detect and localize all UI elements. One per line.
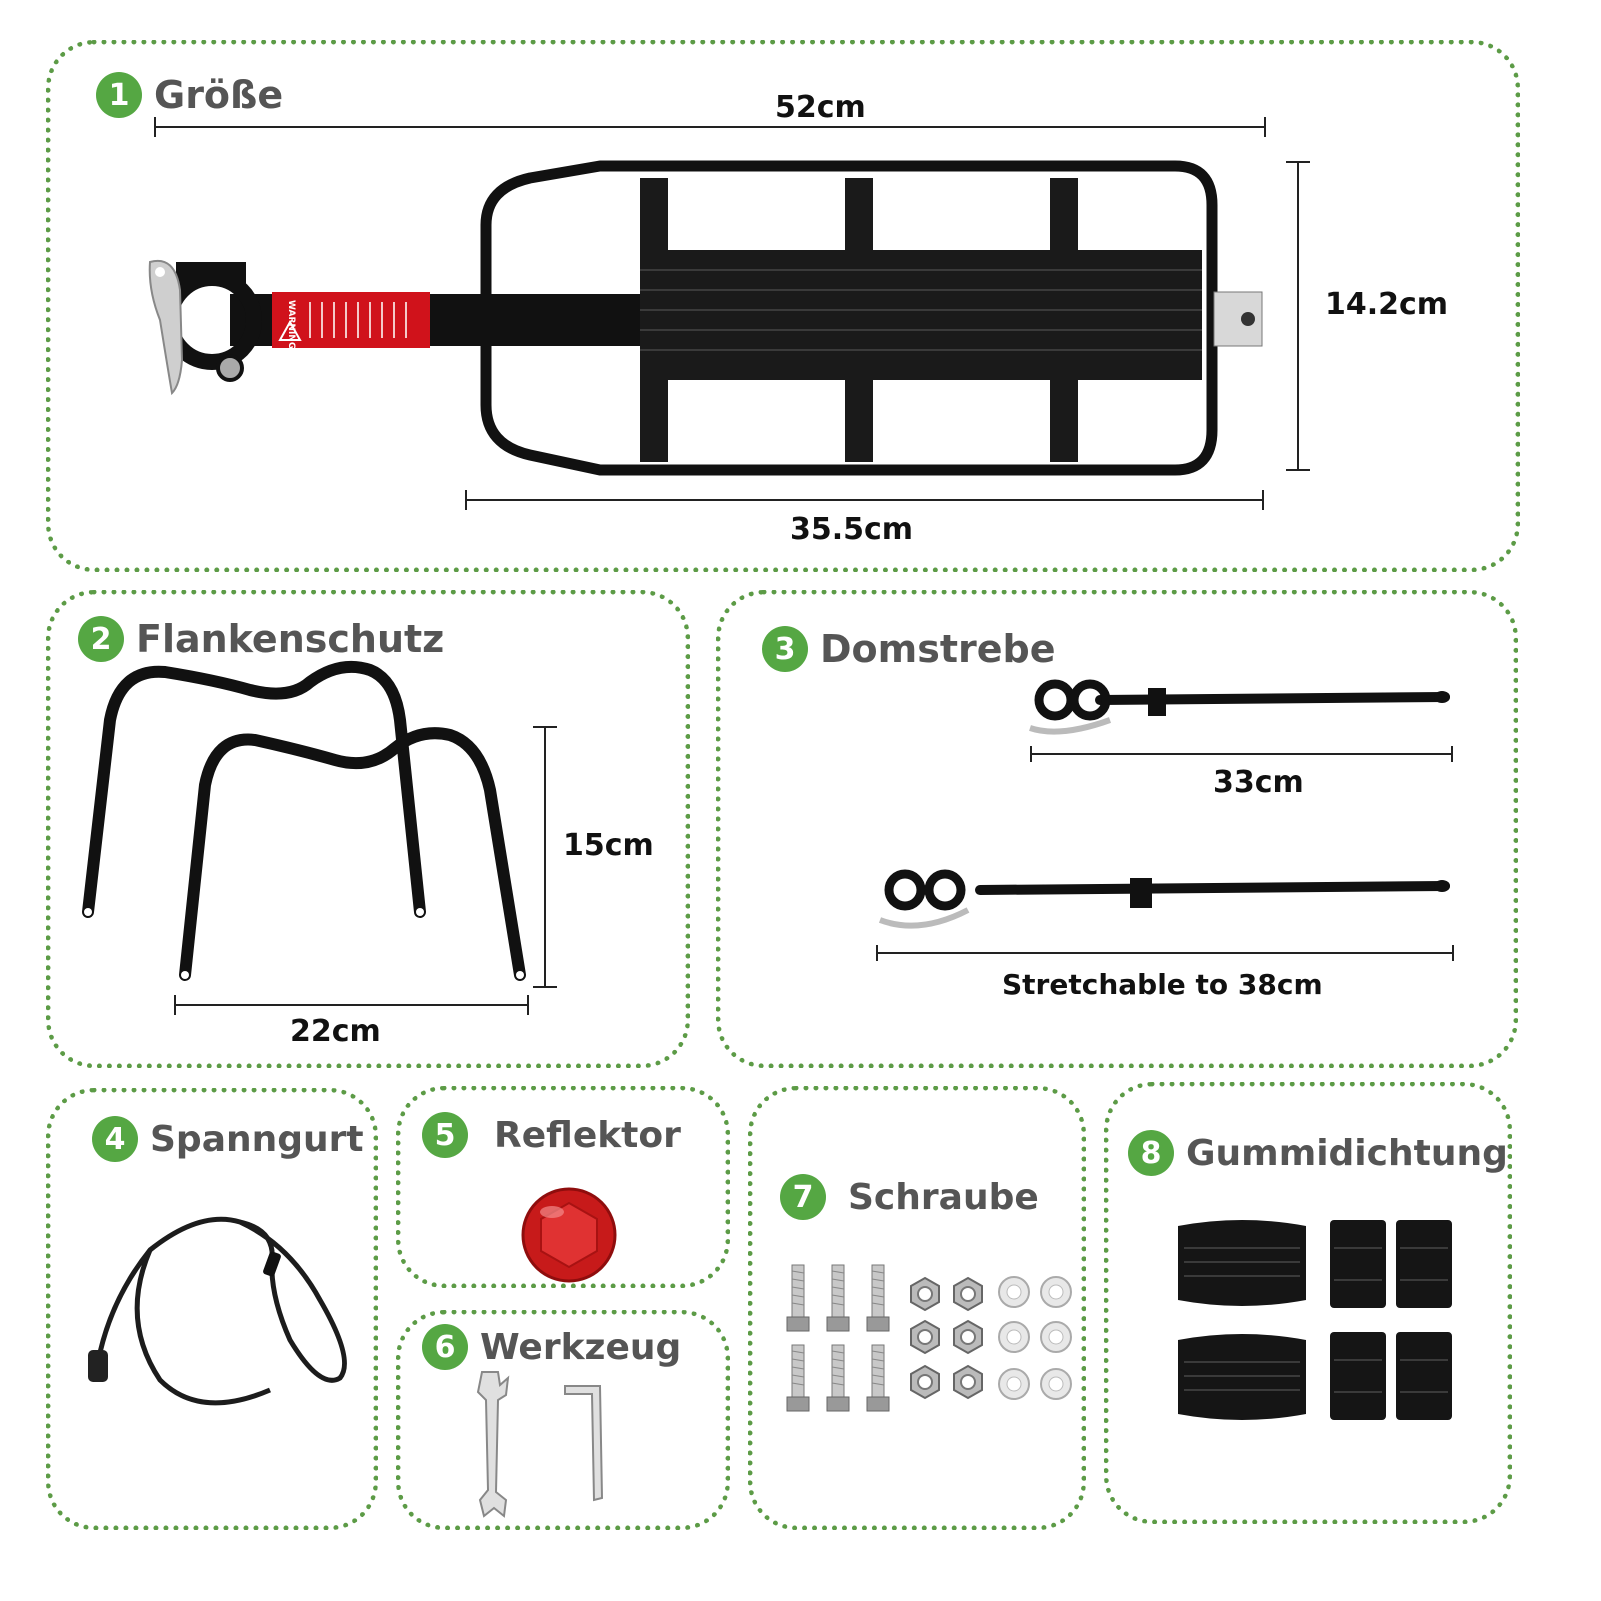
title-text: Flankenschutz <box>136 617 445 661</box>
section-title-strut: 3 Domstrebe <box>762 626 1056 672</box>
badge-2: 2 <box>78 616 124 662</box>
section-title-screws: 7 Schraube <box>780 1174 1039 1220</box>
rubber-pads-icon <box>1177 1219 1453 1421</box>
bungee-cord-icon <box>88 1216 347 1406</box>
panel-fender <box>46 590 690 1068</box>
strut-short-label: 33cm <box>1213 765 1304 800</box>
section-title-size: 1 Größe <box>96 72 283 118</box>
dimension-width-label: 52cm <box>775 90 866 125</box>
fender-height-label: 15cm <box>563 828 654 863</box>
panel-strut <box>716 590 1518 1068</box>
support-strut-icon <box>876 679 1454 961</box>
red-reflector-icon <box>521 1187 617 1283</box>
section-title-reflector: 5 Reflektor <box>422 1112 681 1158</box>
fender-width-label: 22cm <box>290 1014 381 1049</box>
panel-reflector <box>396 1086 730 1288</box>
section-title-fender: 2 Flankenschutz <box>78 616 444 662</box>
section-title-strap: 4 Spanngurt <box>92 1116 364 1162</box>
dimension-height-label: 14.2cm <box>1325 287 1449 322</box>
wrench-and-hex-key-icon <box>476 1371 604 1518</box>
bike-rear-rack-icon <box>148 117 1310 510</box>
title-text: Größe <box>154 73 284 117</box>
title-text: Domstrebe <box>820 627 1056 671</box>
panel-size <box>46 40 1520 572</box>
side-guard-frames-icon <box>82 660 557 1015</box>
title-text: Werkzeug <box>480 1326 682 1368</box>
title-text: Spanngurt <box>150 1118 364 1160</box>
panel-rubber <box>1104 1082 1512 1524</box>
section-title-rubber: 8 Gummidichtung <box>1128 1130 1508 1176</box>
badge-1: 1 <box>96 72 142 118</box>
badge-6: 6 <box>422 1324 468 1370</box>
panel-screws <box>748 1086 1086 1530</box>
badge-3: 3 <box>762 626 808 672</box>
badge-7: 7 <box>780 1174 826 1220</box>
dimension-platform-label: 35.5cm <box>790 512 914 547</box>
badge-5: 5 <box>422 1112 468 1158</box>
section-title-tools: 6 Werkzeug <box>422 1324 681 1370</box>
panel-tools <box>396 1310 730 1530</box>
title-text: Reflektor <box>494 1114 681 1156</box>
badge-8: 8 <box>1128 1130 1174 1176</box>
strut-long-label: Stretchable to 38cm <box>1002 968 1323 1001</box>
title-text: Gummidichtung <box>1186 1132 1508 1174</box>
badge-4: 4 <box>92 1116 138 1162</box>
title-text: Schraube <box>848 1176 1039 1218</box>
panel-strap <box>46 1088 378 1530</box>
